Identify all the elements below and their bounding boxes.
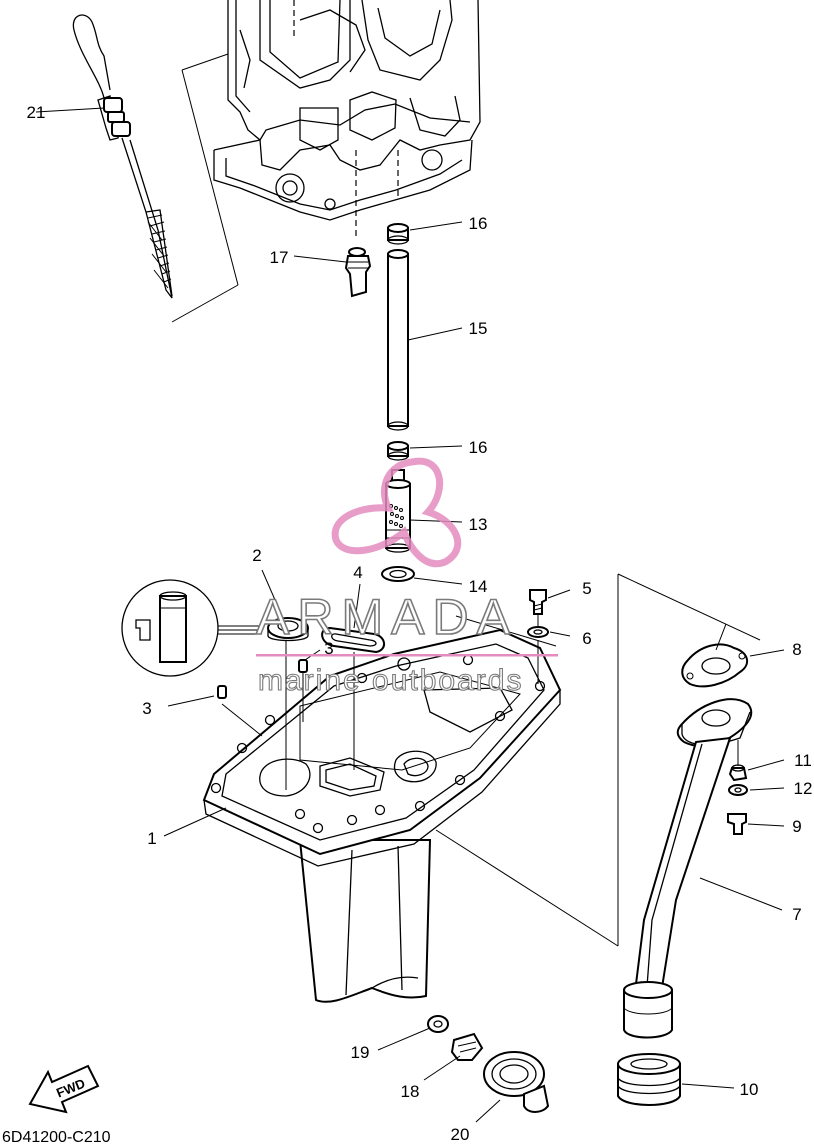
gasket-part-8	[681, 643, 749, 688]
callout-16b: 16	[469, 438, 488, 457]
washer-part-19	[427, 1015, 449, 1033]
callout-21: 21	[27, 103, 46, 122]
seal-part-2	[267, 617, 309, 642]
washer-part-12	[728, 784, 748, 796]
callout-11: 11	[794, 751, 812, 770]
watermark-brand: ARMADA	[256, 589, 518, 645]
ring-part-14	[381, 566, 415, 582]
gasket-part-4	[321, 626, 385, 654]
callout-18: 18	[401, 1082, 420, 1101]
leader-lines	[35, 107, 785, 1123]
engine-block-outline	[213, 0, 481, 240]
callout-12: 12	[794, 779, 813, 798]
callout-6: 6	[582, 629, 591, 648]
grommet-part-20	[483, 1051, 550, 1113]
callout-19: 19	[351, 1043, 370, 1062]
watermark-underline	[256, 654, 558, 657]
callout-20: 20	[451, 1125, 470, 1144]
dipstick-inset-frame	[171, 53, 239, 323]
diagram-code: 6D41200-C210	[2, 1129, 111, 1145]
oil-pan-part-1	[202, 628, 562, 1003]
exhaust-pipe-part-7	[623, 698, 753, 1039]
tube-part-15	[387, 249, 409, 431]
seal-part-16-upper	[387, 223, 409, 245]
callout-8: 8	[792, 640, 801, 659]
callout-13: 13	[469, 515, 488, 534]
callout-15: 15	[469, 319, 488, 338]
washer-part-6	[527, 626, 549, 638]
watermark-tagline: marine outboards	[258, 664, 523, 697]
watermark-logo: ARMADA marine outboards	[255, 457, 558, 698]
watermark-propeller-icon	[331, 457, 462, 568]
callout-10: 10	[740, 1080, 759, 1099]
callout-3b: 3	[142, 699, 151, 718]
callout-5: 5	[582, 579, 591, 598]
fitting-part-17	[344, 247, 372, 298]
callout-3a: 3	[324, 639, 333, 658]
callout-2: 2	[252, 546, 261, 565]
bolt-part-9	[727, 813, 747, 835]
bolt-part-5	[529, 589, 547, 615]
seal-part-16-lower	[387, 441, 409, 461]
drain-plug-part-18	[450, 1032, 484, 1061]
callout-17: 17	[270, 248, 289, 267]
callout-1: 1	[147, 829, 156, 848]
callout-labels: 1 2 3 3 4 5 6 7 8 9 10 11 12 13 14 15 16…	[27, 103, 813, 1144]
callout-9: 9	[792, 817, 801, 836]
pin-part-3-lower	[217, 685, 227, 699]
callout-14: 14	[469, 577, 488, 596]
grommet-part-10	[617, 1053, 681, 1106]
forward-direction-arrow: FWD	[28, 1064, 100, 1114]
inset-detail-circle	[121, 579, 262, 677]
nut-part-11	[728, 764, 748, 782]
callout-16a: 16	[469, 214, 488, 233]
callout-7: 7	[792, 905, 801, 924]
dipstick-part-21	[72, 14, 173, 299]
callout-4: 4	[353, 563, 362, 582]
